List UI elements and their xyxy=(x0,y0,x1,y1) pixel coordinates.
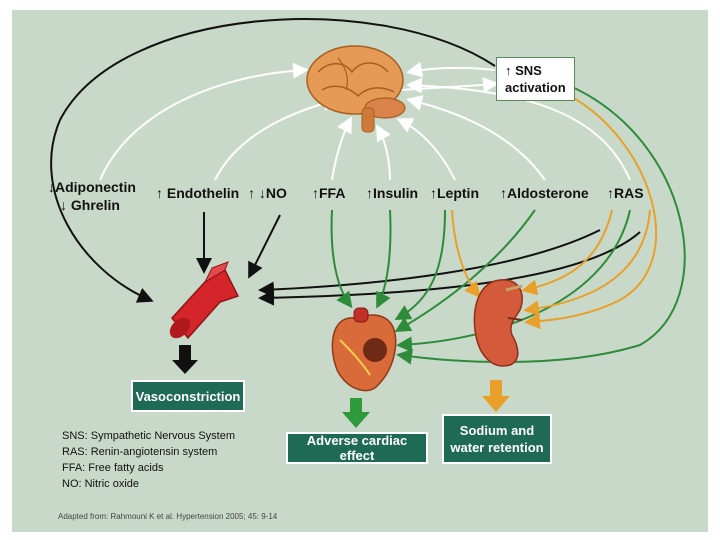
arrow-green-leptin-heart xyxy=(394,209,446,320)
arrow-black-arc-left xyxy=(50,18,496,303)
abbreviation-legend: SNS: Sympathetic Nervous System RAS: Ren… xyxy=(62,428,235,492)
heart-icon xyxy=(331,307,397,392)
arrow-down-cardiac xyxy=(342,398,370,428)
label-ras: ↑RAS xyxy=(607,185,644,201)
legend-ffa: FFA: Free fatty acids xyxy=(62,462,164,474)
arrow-white-adiponectin-brain xyxy=(99,62,309,181)
label-aldosterone: ↑Aldosterone xyxy=(500,185,589,201)
arrow-white-leptin-brain xyxy=(396,118,456,181)
arrow-white-ffa-brain xyxy=(331,116,352,181)
arrow-orange-aldosterone-kidney xyxy=(521,209,613,296)
legend-sns: SNS: Sympathetic Nervous System xyxy=(62,430,236,442)
arrow-white-aldosterone-brain xyxy=(406,95,546,181)
outcome-sodium-line2: water retention xyxy=(450,440,544,455)
arrow-green-aldosterone-heart xyxy=(394,209,536,332)
label-endothelin: ↑ Endothelin xyxy=(156,185,240,201)
arrow-white-insulin-brain xyxy=(375,124,391,181)
arrow-orange-ras-kidney xyxy=(523,209,651,317)
arrow-black-ras-vessel xyxy=(258,231,641,306)
arrow-green-ras-heart xyxy=(396,209,631,353)
outcome-sodium-water: Sodium and water retention xyxy=(442,414,552,464)
arrow-green-sns-heart xyxy=(396,85,686,365)
arrow-green-ffa-heart xyxy=(330,209,353,309)
arrow-white-brain-sns xyxy=(399,76,499,93)
source-citation: Adapted from: Rahmouni K et al. Hyperten… xyxy=(58,512,278,521)
label-ffa: ↑FFA xyxy=(312,185,346,201)
sns-activation-box: ↑ SNS activation xyxy=(497,58,574,100)
arrow-down-vasoconstriction xyxy=(172,345,198,374)
label-leptin: ↑Leptin xyxy=(430,185,479,201)
arrow-orange-leptin-kidney xyxy=(451,209,481,299)
arrow-down-sodium xyxy=(482,380,510,412)
arrow-green-insulin-heart xyxy=(376,209,392,309)
sns-line2: activation xyxy=(505,80,566,95)
brain-icon xyxy=(306,45,406,133)
outcome-sodium-line1: Sodium and xyxy=(459,423,535,438)
blood-vessel-icon xyxy=(169,261,240,340)
sns-line1: ↑ SNS xyxy=(505,63,542,78)
outcome-vasoconstriction: Vasoconstriction xyxy=(131,380,245,412)
kidney-icon xyxy=(473,279,523,367)
outcome-adverse-cardiac: Adverse cardiac effect xyxy=(286,432,428,464)
arrow-white-endothelin-brain xyxy=(214,95,339,181)
label-ghrelin: ↓ Ghrelin xyxy=(60,197,120,213)
label-adiponectin: ↓Adiponectin xyxy=(48,179,136,195)
label-insulin: ↑Insulin xyxy=(366,185,419,201)
legend-no: NO: Nitric oxide xyxy=(62,478,140,490)
legend-ras: RAS: Renin-angiotensin system xyxy=(62,446,218,458)
arrow-orange-sns-kidney xyxy=(524,95,657,330)
arrow-black-no-vessel xyxy=(248,214,281,279)
arrow-black-aldosterone-vessel xyxy=(258,229,601,298)
label-no: ↑ ↓NO xyxy=(248,185,287,201)
arrow-white-sns-brain xyxy=(406,61,496,78)
